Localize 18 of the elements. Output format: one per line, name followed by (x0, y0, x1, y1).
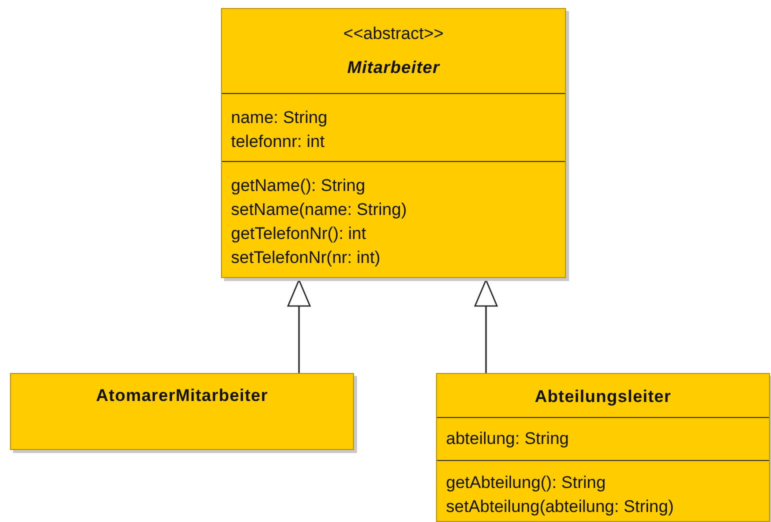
class-name: Mitarbeiter (347, 57, 440, 79)
method-text: getAbteilung(): String (446, 472, 606, 494)
class-box (221, 8, 566, 278)
method-text: getName(): String (231, 175, 366, 197)
attribute-text: abteilung: String (446, 428, 569, 450)
class-box (436, 373, 770, 522)
method-text: getTelefonNr(): int (231, 223, 366, 245)
method-text: setTelefonNr(nr: int) (231, 247, 380, 269)
attribute-text: name: String (231, 107, 328, 129)
method-text: setName(name: String) (231, 199, 407, 221)
method-text: setAbteilung(abteilung: String) (446, 496, 674, 518)
inheritance-arrow (287, 279, 311, 373)
class-box (10, 373, 354, 450)
inheritance-arrow (474, 279, 498, 373)
attribute-text: telefonnr: int (231, 131, 325, 153)
class-name: AtomarerMitarbeiter (96, 385, 268, 407)
class-name: Abteilungsleiter (534, 386, 672, 408)
stereotype-text: <<abstract>> (343, 23, 444, 45)
